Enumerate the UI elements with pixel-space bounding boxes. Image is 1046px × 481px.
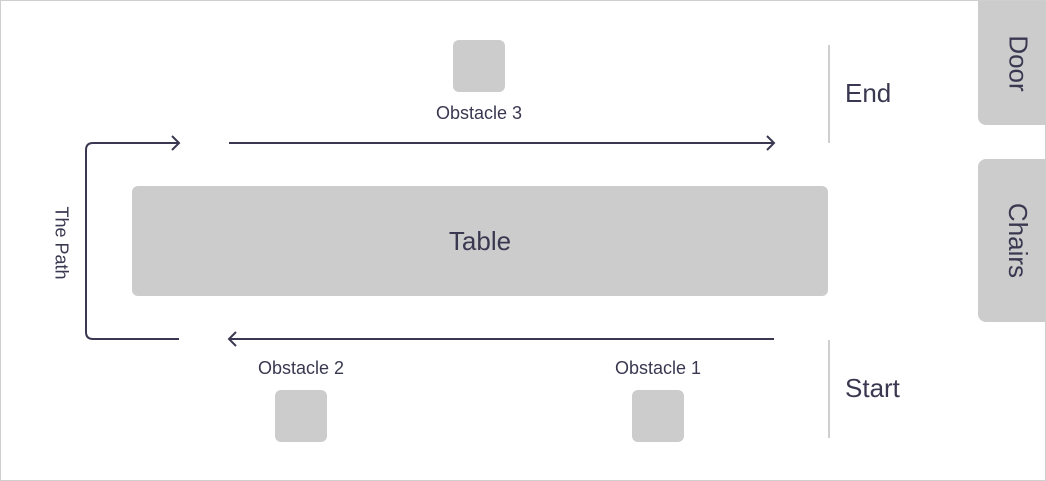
path-left-bracket: [85, 142, 179, 340]
chairs-tab: Chairs: [978, 159, 1046, 322]
chairs-label: Chairs: [1003, 202, 1034, 279]
obstacle-3-box: [453, 40, 505, 92]
end-divider: [828, 45, 830, 143]
path-label: The Path: [51, 206, 72, 280]
end-label: End: [845, 78, 892, 108]
obstacle-1-box: [632, 390, 684, 442]
table-label: Table: [448, 225, 512, 256]
arrowhead-top-right: [766, 135, 776, 151]
table: Table: [132, 186, 828, 296]
door-label: Door: [1003, 34, 1034, 92]
obstacle-2-label: Obstacle 2: [257, 358, 345, 378]
start-divider: [828, 340, 830, 438]
obstacle-1-label: Obstacle 1: [614, 358, 702, 378]
arrowhead-left-top: [171, 135, 181, 151]
door-tab: Door: [978, 1, 1046, 125]
arrowhead-bottom-left: [227, 331, 237, 347]
obstacle-2-box: [275, 390, 327, 442]
obstacle-3-label: Obstacle 3: [435, 103, 523, 123]
start-label: Start: [845, 373, 900, 403]
